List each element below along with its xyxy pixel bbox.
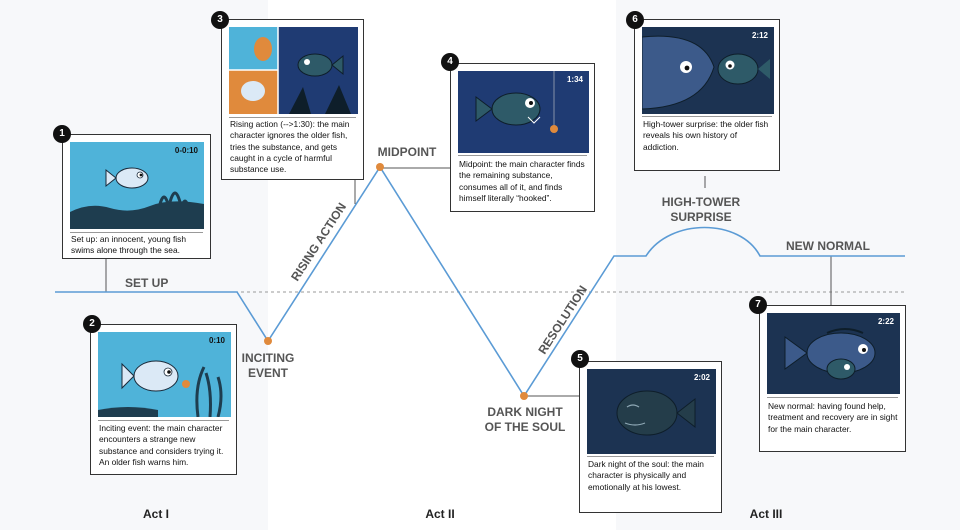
card-4-divider xyxy=(458,155,587,156)
phase-midpoint: MIDPOINT xyxy=(378,145,437,159)
phase-high-tower-line-2: SURPRISE xyxy=(670,210,731,224)
card-2-divider xyxy=(98,420,229,421)
card-7-number-badge: 7 xyxy=(749,296,767,314)
card-4-timestamp: 1:34 xyxy=(566,75,583,84)
hooked-fish-illustration xyxy=(475,71,558,133)
card-5-number-badge: 5 xyxy=(571,350,589,368)
card-6-caption: High-tower surprise: the older fish reve… xyxy=(643,119,769,152)
fish-together-illustration xyxy=(784,328,876,380)
card-3-caption: Rising action (-->1:30): the main charac… xyxy=(230,119,350,175)
phase-resolution: RESOLUTION xyxy=(535,283,590,357)
phase-set-up: SET UP xyxy=(125,276,168,290)
story-card-1: 0-0:10 Set up: an innocent, young fish s… xyxy=(62,134,211,259)
card-4-number-badge: 4 xyxy=(441,53,459,71)
story-card-3: Rising action (-->1:30): the main charac… xyxy=(221,19,364,180)
phase-inciting-event-line-2: EVENT xyxy=(248,366,289,380)
card-2-timestamp: 0:10 xyxy=(208,336,225,345)
card-7-timestamp: 2:22 xyxy=(877,317,894,326)
card-7-thumbnail: 2:22 xyxy=(767,313,900,394)
card-1-timestamp: 0-0:10 xyxy=(174,146,198,155)
card-7-caption: New normal: having found help, treatment… xyxy=(768,401,898,434)
card-3-thumbnail xyxy=(229,27,358,114)
card-1-divider xyxy=(70,232,203,233)
story-card-5: 2:02 Dark night of the soul: the main ch… xyxy=(579,361,722,513)
card-5-timestamp: 2:02 xyxy=(693,373,710,382)
sick-fish-illustration xyxy=(616,390,696,436)
card-4-thumbnail: 1:34 xyxy=(458,71,589,153)
phase-inciting-event-line-1: INCITING xyxy=(242,351,295,365)
act-1-label: Act I xyxy=(142,507,170,521)
phase-rising-action: RISING ACTION xyxy=(288,200,349,283)
card-7-divider xyxy=(767,397,898,398)
substance-collage-illustration xyxy=(229,27,351,114)
card-6-timestamp: 2:12 xyxy=(751,31,768,40)
card-6-divider xyxy=(642,116,772,117)
card-2-thumbnail: 0:10 xyxy=(98,332,231,417)
card-4-caption: Midpoint: the main character finds the r… xyxy=(459,159,585,203)
midpoint-marker xyxy=(376,163,384,171)
phase-dark-night-line-1: DARK NIGHT xyxy=(487,405,563,419)
card-6-thumbnail: 2:12 xyxy=(642,27,774,114)
dark-night-marker xyxy=(520,392,528,400)
card-5-thumbnail: 2:02 xyxy=(587,369,716,454)
story-card-7: 2:22 New normal: having found help, trea… xyxy=(759,305,906,452)
card-1-caption: Set up: an innocent, young fish swims al… xyxy=(71,234,187,256)
card-6-number-badge: 6 xyxy=(626,11,644,29)
card-2-number-badge: 2 xyxy=(83,315,101,333)
older-fish-reveal-illustration xyxy=(642,35,770,110)
act-3-label: Act III xyxy=(749,507,783,521)
card-5-caption: Dark night of the soul: the main charact… xyxy=(588,459,704,492)
card-3-divider xyxy=(229,117,356,118)
inciting-event-marker xyxy=(264,337,272,345)
act-2-label: Act II xyxy=(425,507,455,521)
story-arc-line xyxy=(55,165,905,398)
card-3-number-badge: 3 xyxy=(211,11,229,29)
phase-dark-night-line-2: OF THE SOUL xyxy=(485,420,566,434)
phase-new-normal: NEW NORMAL xyxy=(786,239,870,253)
card-5-divider xyxy=(587,456,714,457)
fish-meets-substance-illustration xyxy=(98,360,223,417)
story-card-6: 2:12 High-tower surprise: the older fish… xyxy=(634,19,780,171)
card-2-caption: Inciting event: the main character encou… xyxy=(99,423,224,467)
phase-high-tower-line-1: HIGH-TOWER xyxy=(662,195,741,209)
story-card-2: 0:10 Inciting event: the main character … xyxy=(90,324,237,475)
young-fish-illustration xyxy=(70,167,204,229)
card-1-number-badge: 1 xyxy=(53,125,71,143)
story-card-4: 1:34 Midpoint: the main character finds … xyxy=(450,63,595,212)
card-1-thumbnail: 0-0:10 xyxy=(70,142,204,229)
